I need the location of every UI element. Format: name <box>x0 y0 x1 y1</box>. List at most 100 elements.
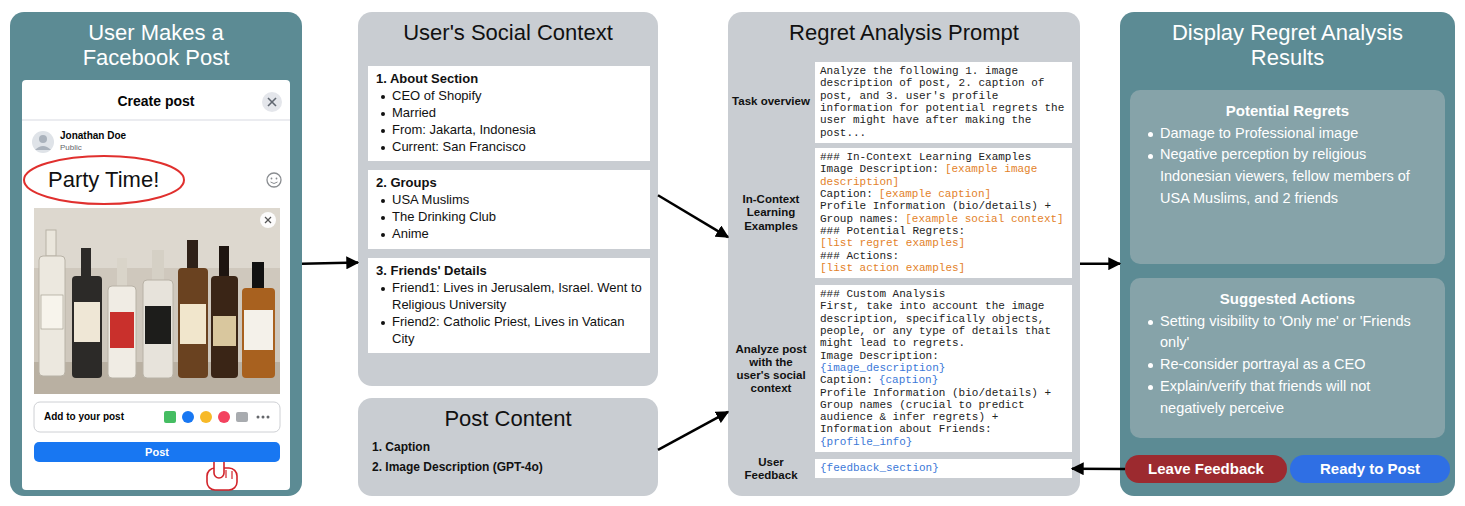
illustration-part <box>267 173 281 187</box>
prompt-text: ### Actions: <box>820 250 899 262</box>
illustration-part <box>39 256 65 376</box>
list-item: 2. Image Description (GPT-4o) <box>372 457 658 477</box>
prompt-text: ### In-Context Learning Examples <box>820 151 1031 163</box>
prompt-text: Analyze the following 1. image descripti… <box>820 65 1064 139</box>
row-label: User Feedback <box>732 455 810 481</box>
illustration-part <box>267 416 270 419</box>
bottles-photo <box>34 208 280 394</box>
illustration-part <box>252 262 264 288</box>
prompt-text: Image Description: <box>820 350 939 362</box>
prompt-box: Task overviewAnalyze the following 1. im… <box>815 62 1072 143</box>
illustration-part <box>81 248 91 276</box>
info-card: 3. Friends' DetailsFriend1: Lives in Jer… <box>368 258 650 353</box>
card-heading: 3. Friends' Details <box>376 263 642 280</box>
list-item: Anime <box>376 226 642 243</box>
illustration-part <box>143 280 173 378</box>
list-item: Married <box>376 105 642 122</box>
highlight-ellipse <box>24 156 184 204</box>
row-label: Task overview <box>732 96 810 109</box>
illustration-part <box>34 402 280 432</box>
list-item: Explain/verify that friends will not neg… <box>1142 376 1433 420</box>
stage-panel: User Makes a Facebook Post <box>10 12 302 496</box>
panel-title: Regret Analysis Prompt <box>728 20 1080 45</box>
prompt-box: In-Context Learning Examples### In-Conte… <box>815 148 1072 278</box>
result-card: Suggested ActionsSetting visibility to '… <box>1130 278 1445 438</box>
illustration-part <box>265 217 271 223</box>
illustration-part <box>200 411 212 423</box>
post-text: Add to your post <box>44 411 124 422</box>
illustration-part <box>110 312 134 348</box>
variable-text: {caption} <box>879 374 938 386</box>
post-text: Party Time! <box>48 167 159 193</box>
button-label: Leave Feedback <box>1125 455 1287 483</box>
illustration-part <box>152 250 164 280</box>
illustration-part <box>268 98 276 106</box>
button-label: Post <box>34 442 280 462</box>
variable-text: {feedback_section} <box>820 462 939 474</box>
connector-arrow <box>302 263 358 264</box>
placeholder-text: [list regret examples] <box>820 237 965 249</box>
stage-panel: Post Content1. Caption2. Image Descripti… <box>358 398 658 496</box>
illustration-part <box>32 131 54 153</box>
illustration-part <box>218 411 230 423</box>
illustration-part <box>236 412 248 422</box>
info-card: 2. GroupsUSA MuslimsThe Drinking ClubAni… <box>368 170 650 249</box>
illustration-part <box>231 471 232 479</box>
card-heading: 1. About Section <box>376 71 642 88</box>
prompt-box: User Feedback{feedback_section} <box>815 459 1072 478</box>
prompt-text: Caption: <box>820 374 873 386</box>
list-item: Damage to Professional image <box>1142 123 1433 145</box>
illustration-part <box>108 286 136 378</box>
illustration-part <box>180 304 206 344</box>
illustration-part <box>41 295 63 329</box>
illustration-part <box>244 310 273 350</box>
illustration-part <box>187 240 198 268</box>
panel-title: Display Regret Analysis Results <box>1153 20 1423 71</box>
prompt-text: ### Potential Regrets: <box>820 225 965 237</box>
variable-text: {image_description} <box>820 362 945 374</box>
list-item: USA Muslims <box>376 192 642 209</box>
list-item: Current: San Francisco <box>376 139 642 156</box>
illustration-part <box>35 146 51 150</box>
stage-panel: User's Social Context 1. About SectionCEO… <box>358 12 658 386</box>
illustration-part <box>219 246 229 276</box>
illustration-part <box>262 416 265 419</box>
action-button: Ready to Post <box>1290 455 1450 483</box>
prompt-text: Profile Information (bio/details) + Grou… <box>820 387 1051 436</box>
illustration-part <box>164 411 176 423</box>
prompt-text: First, take into account the image descr… <box>820 300 1051 349</box>
placeholder-text: [list action examples] <box>820 262 965 274</box>
panel-title: User Makes a Facebook Post <box>56 20 256 71</box>
list-item: Re-consider portrayal as a CEO <box>1142 354 1433 376</box>
prompt-text: Caption: <box>820 188 873 200</box>
panel-title: User's Social Context <box>358 20 658 45</box>
row-label: Analyze post with the user's social cont… <box>732 342 810 395</box>
list-item: Friend1: Lives in Jerusalem, Israel. Wen… <box>376 280 642 314</box>
placeholder-text: [example caption] <box>879 188 991 200</box>
illustration-part <box>276 178 278 180</box>
connector-arrow <box>658 412 728 450</box>
illustration-part <box>225 470 226 478</box>
illustration-part <box>145 306 171 344</box>
illustration-part <box>265 217 271 223</box>
list-item: Friend2: Catholic Priest, Lives in Vatic… <box>376 314 642 348</box>
list-item: Setting visibility to 'Only me' or 'Frie… <box>1142 311 1433 355</box>
illustration-part <box>211 276 238 378</box>
post-mockup: Create postJonathan DoePublicParty Time!… <box>22 80 290 490</box>
variable-text: {profile_info} <box>820 436 912 448</box>
illustration-part <box>74 302 100 342</box>
illustration-part <box>242 288 275 378</box>
illustration-part <box>46 230 56 256</box>
stage-panel: Regret Analysis PromptTask overviewAnaly… <box>728 12 1080 496</box>
post-text: Jonathan Doe <box>60 130 126 141</box>
post-text: Public <box>60 143 82 152</box>
list-item: From: Jakarta, Indonesia <box>376 122 642 139</box>
list-item: CEO of Shopify <box>376 88 642 105</box>
connector-arrow <box>658 195 728 237</box>
illustration-part <box>213 316 236 346</box>
illustration-part <box>271 182 278 184</box>
info-card: 1. About SectionCEO of ShopifyMarriedFro… <box>368 66 650 161</box>
row-label: In-Context Learning Examples <box>732 193 810 233</box>
